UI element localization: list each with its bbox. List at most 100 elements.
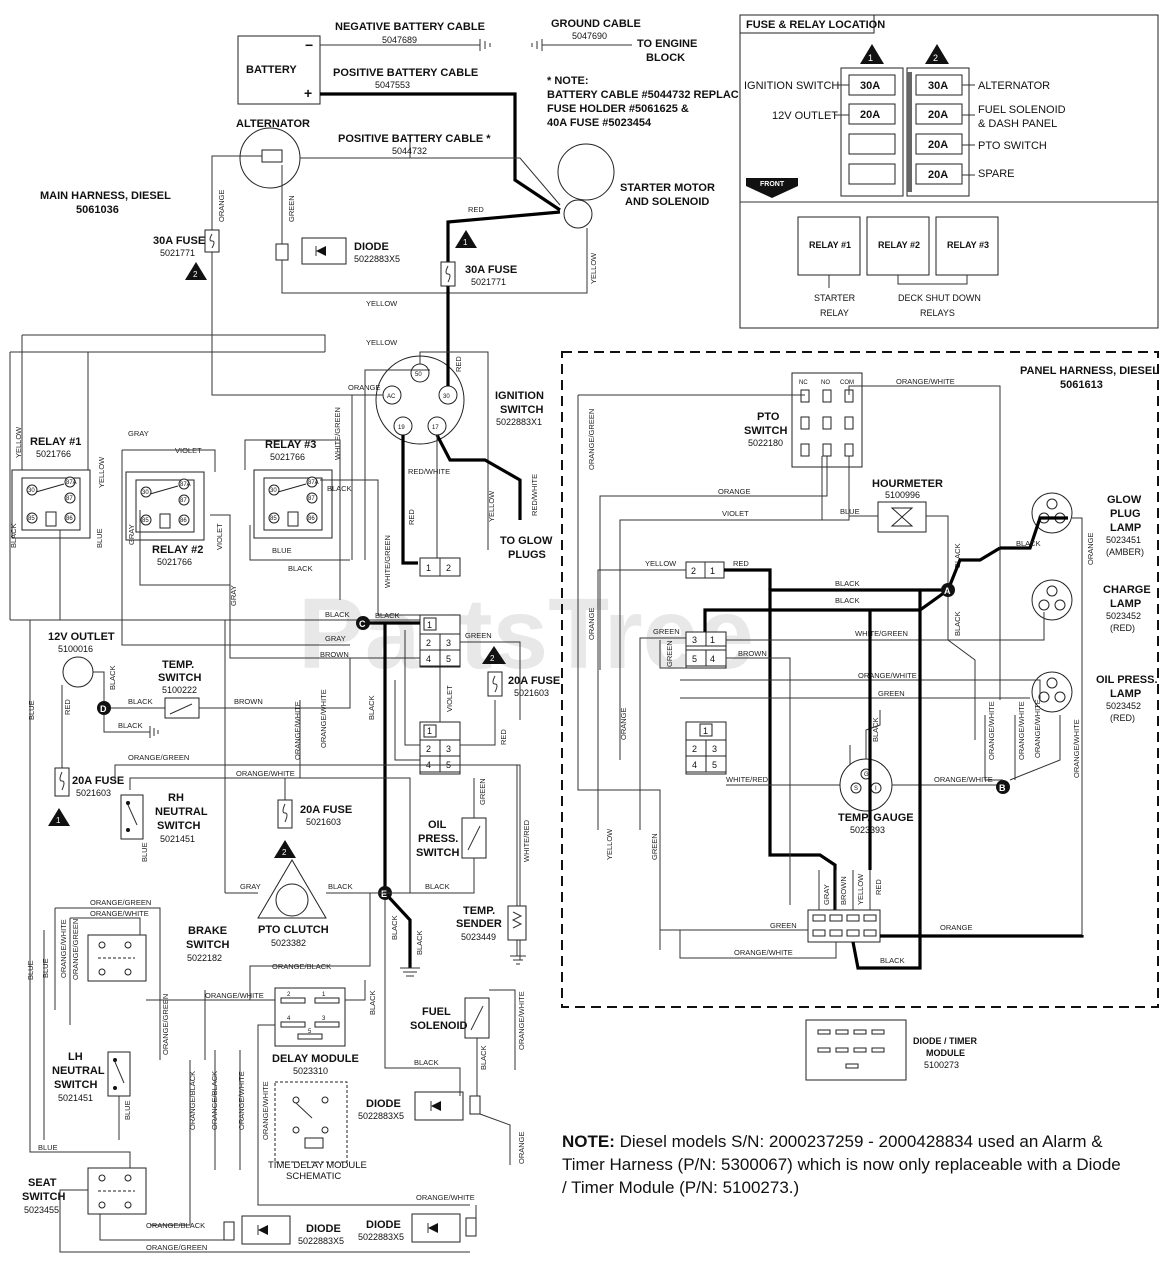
relay-1-term: 86: [66, 516, 73, 522]
svg-text:AC: AC: [387, 394, 396, 400]
starter-relay-2: RELAY: [820, 308, 849, 318]
svg-text:50: 50: [415, 372, 422, 378]
hourmeter-pn: 5100996: [885, 490, 920, 500]
svg-text:GREEN: GREEN: [653, 627, 680, 636]
svg-text:ORANGE/GREEN: ORANGE/GREEN: [161, 994, 170, 1055]
diode-br-pn: 5022883X5: [358, 1232, 404, 1242]
star-note-1: * NOTE:: [547, 75, 589, 87]
relay-2-term: 85: [142, 518, 149, 524]
fuse20-c-pn: 5021603: [306, 817, 341, 827]
star-note-4: 40A FUSE #5023454: [547, 117, 652, 129]
svg-text:GREEN: GREEN: [665, 640, 674, 667]
svg-text:2: 2: [446, 563, 451, 573]
pto-switch: NC NO COM PTO SWITCH 5022180: [744, 372, 863, 468]
panel-connector-5pin: 3 1 5 4: [685, 631, 727, 669]
dtm-pin: [871, 1029, 885, 1035]
svg-text:BLACK: BLACK: [414, 1058, 439, 1067]
svg-text:BROWN: BROWN: [839, 876, 848, 905]
svg-text:YELLOW: YELLOW: [856, 873, 865, 905]
svg-text:RED/WHITE: RED/WHITE: [530, 474, 539, 516]
svg-text:GREEN: GREEN: [878, 689, 905, 698]
note-text: NOTE: Diesel models S/N: 2000237259 - 20…: [562, 1130, 1122, 1199]
svg-text:1: 1: [463, 238, 468, 247]
fuse-tag-2-icon: [185, 262, 207, 280]
svg-text:BLACK: BLACK: [880, 956, 905, 965]
relay3-label: RELAY #3: [265, 439, 316, 451]
svg-text:YELLOW: YELLOW: [14, 426, 23, 458]
seat-label-1: SEAT: [28, 1177, 57, 1189]
svg-text:GREEN: GREEN: [465, 631, 492, 640]
svg-text:ORANGE/WHITE: ORANGE/WHITE: [934, 775, 993, 784]
svg-text:GRAY: GRAY: [822, 884, 831, 905]
glow-lamp-1: GLOW: [1107, 494, 1142, 506]
svg-text:ORANGE/WHITE: ORANGE/WHITE: [293, 701, 302, 760]
delay-label: DELAY MODULE: [272, 1053, 359, 1065]
diode-top-pn: 5022883X5: [354, 254, 400, 264]
charge-lamp-pn: 5023452: [1106, 611, 1141, 621]
ground-cable-pn: 5047690: [572, 31, 607, 41]
lh-label-3: SWITCH: [54, 1079, 97, 1091]
diode-bl-pn: 5022883X5: [298, 1236, 344, 1246]
svg-text:4: 4: [710, 654, 715, 664]
tdm-label-2: SCHEMATIC: [286, 1171, 341, 1182]
star-note-2: BATTERY CABLE #5044732 REPLACES: [547, 89, 753, 101]
fuse-label-ignition: IGNITION SWITCH: [744, 80, 839, 92]
svg-text:ORANGE: ORANGE: [348, 383, 381, 392]
svg-text:BLUE: BLUE: [95, 528, 104, 548]
svg-text:FRONT: FRONT: [760, 181, 785, 188]
brake-label-2: SWITCH: [186, 939, 229, 951]
relay-1-term: 87A: [66, 480, 77, 486]
relay2-pn: 5021766: [157, 557, 192, 567]
svg-text:ORANGE/WHITE: ORANGE/WHITE: [59, 919, 68, 978]
lh-label-1: LH: [68, 1051, 83, 1063]
svg-text:ORANGE/GREEN: ORANGE/GREEN: [90, 898, 151, 907]
svg-text:GRAY: GRAY: [128, 429, 149, 438]
hourmeter-label: HOURMETER: [872, 478, 943, 490]
svg-text:BLACK: BLACK: [375, 611, 400, 620]
svg-text:1: 1: [703, 726, 708, 736]
pos-cable-pn: 5047553: [375, 80, 410, 90]
svg-text:RED: RED: [468, 205, 484, 214]
dtm-pn: 5100273: [924, 1060, 959, 1070]
svg-text:ORANGE/WHITE: ORANGE/WHITE: [261, 1081, 270, 1140]
svg-text:ORANGE: ORANGE: [517, 1131, 526, 1164]
brake-pn: 5022182: [187, 953, 222, 963]
relay-3-term: 87A: [308, 480, 319, 486]
svg-text:YELLOW: YELLOW: [97, 456, 106, 488]
svg-text:BLACK: BLACK: [953, 543, 962, 568]
svg-text:YELLOW: YELLOW: [589, 252, 598, 284]
glow-plugs-label-2: PLUGS: [508, 549, 546, 561]
note-bold: NOTE:: [562, 1132, 615, 1151]
relay1-pn: 5021766: [36, 449, 71, 459]
glow-lamp-3: LAMP: [1110, 522, 1141, 534]
svg-text:RED: RED: [407, 509, 416, 525]
dtm-pin: [835, 1029, 849, 1035]
rh-pn: 5021451: [160, 834, 195, 844]
relay-1-term: 85: [28, 516, 35, 522]
svg-text:RED: RED: [874, 879, 883, 895]
alternator-label: ALTERNATOR: [236, 118, 310, 130]
fuse-ignition: 30A: [860, 80, 880, 92]
temp-switch-label-2: SWITCH: [158, 672, 201, 684]
temp-sender-1: TEMP.: [463, 905, 495, 917]
svg-text:YELLOW: YELLOW: [487, 490, 496, 522]
svg-text:2: 2: [691, 566, 696, 576]
panel-harness-box: [561, 351, 1159, 1008]
pos-cable-label: POSITIVE BATTERY CABLE: [333, 67, 478, 79]
svg-text:BLACK: BLACK: [9, 523, 18, 548]
pos-cable-2-label: POSITIVE BATTERY CABLE *: [338, 133, 491, 145]
node-a: [941, 583, 955, 597]
relay-3-term: 85: [270, 516, 277, 522]
svg-text:1: 1: [56, 816, 61, 825]
fuse-relay-location-box: FUSE & RELAY LOCATION 1 2 30A 20A IGNITI…: [739, 14, 1159, 329]
svg-text:1: 1: [322, 992, 326, 998]
relay-1-term: 87: [66, 496, 73, 502]
svg-text:BLUE: BLUE: [123, 1100, 132, 1120]
svg-text:BLACK: BLACK: [367, 695, 376, 720]
svg-text:ORANGE: ORANGE: [718, 487, 751, 496]
svg-text:BLUE: BLUE: [38, 1143, 58, 1152]
svg-text:ORANGE: ORANGE: [217, 189, 226, 222]
